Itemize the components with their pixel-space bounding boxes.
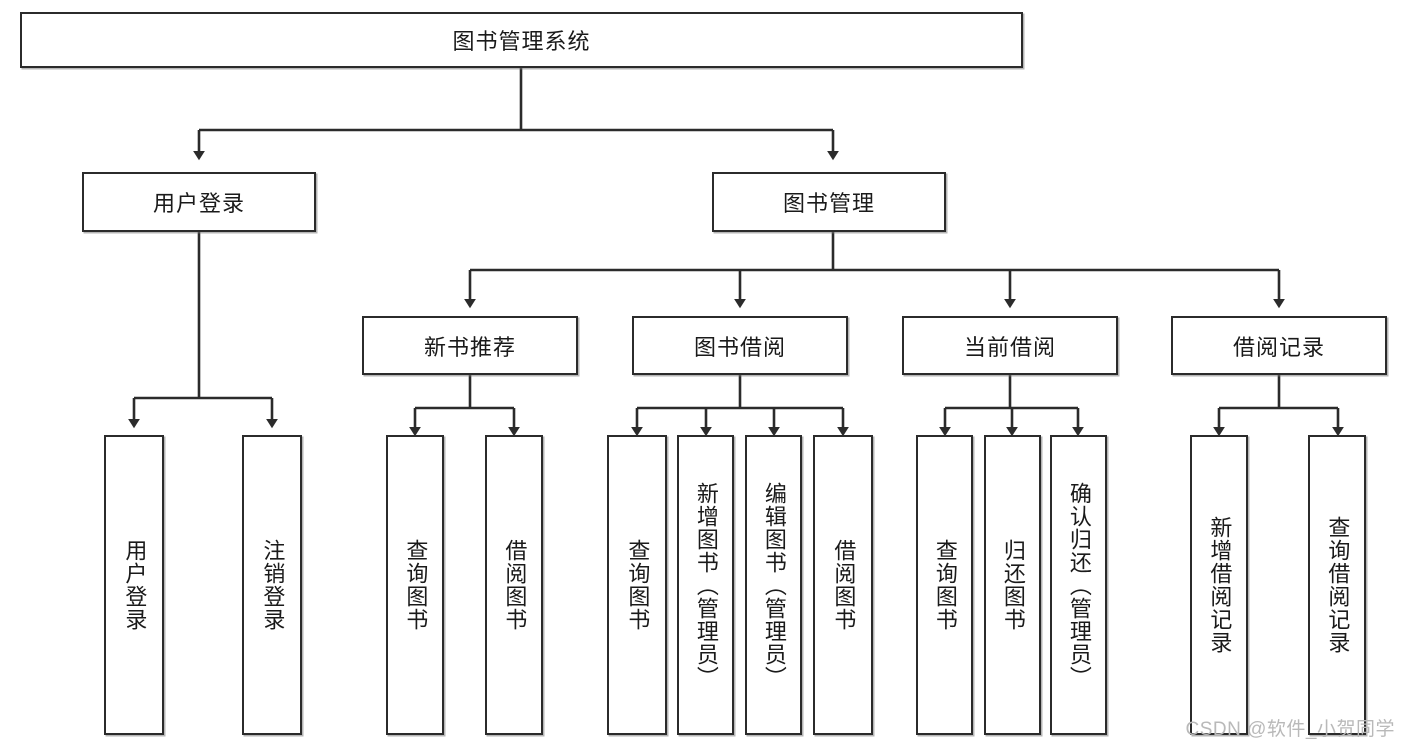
node-root-book-management-system[interactable]: 图书管理系统: [20, 12, 1023, 68]
node-label: 图书管理系统: [452, 29, 591, 54]
node-label: 注销登录: [260, 539, 286, 631]
node-leaf-add-book[interactable]: 新增图书（管理员）: [677, 435, 734, 735]
node-label: 图书借阅: [693, 334, 786, 360]
node-leaf-query-borrow-record[interactable]: 查询借阅记录: [1308, 435, 1366, 735]
node-leaf-user-login[interactable]: 用户登录: [104, 435, 164, 735]
node-leaf-borrow-book[interactable]: 借阅图书: [813, 435, 873, 735]
node-leaf-query-book-current[interactable]: 查询图书: [916, 435, 973, 735]
node-book-borrow[interactable]: 图书借阅: [632, 316, 848, 375]
node-leaf-add-borrow-record[interactable]: 新增借阅记录: [1190, 435, 1248, 735]
node-leaf-query-book-recommend[interactable]: 查询图书: [386, 435, 444, 735]
node-label: 当前借阅: [963, 334, 1056, 360]
node-label: 确认归还（管理员）: [1066, 481, 1092, 689]
node-label: 查询图书: [625, 539, 651, 631]
node-leaf-query-book-borrow[interactable]: 查询图书: [607, 435, 667, 735]
node-label: 借阅图书: [502, 539, 528, 631]
node-label: 用户登录: [152, 191, 245, 216]
node-book-manage[interactable]: 图书管理: [712, 172, 946, 232]
node-leaf-confirm-return[interactable]: 确认归还（管理员）: [1050, 435, 1107, 735]
node-label: 图书管理: [782, 191, 875, 216]
node-label: 查询图书: [403, 539, 429, 631]
node-leaf-user-logout[interactable]: 注销登录: [242, 435, 302, 735]
node-leaf-borrow-book-recommend[interactable]: 借阅图书: [485, 435, 543, 735]
node-label: 查询借阅记录: [1325, 516, 1351, 654]
node-label: 用户登录: [122, 539, 148, 631]
node-borrow-record[interactable]: 借阅记录: [1171, 316, 1387, 375]
node-leaf-edit-book[interactable]: 编辑图书（管理员）: [745, 435, 802, 735]
node-label: 借阅记录: [1232, 334, 1325, 360]
node-label: 新书推荐: [423, 334, 516, 360]
node-label: 借阅图书: [831, 539, 857, 631]
node-label: 归还图书: [1000, 539, 1026, 631]
node-label: 新增图书（管理员）: [693, 481, 719, 689]
node-new-book-recommend[interactable]: 新书推荐: [362, 316, 578, 375]
node-user-login[interactable]: 用户登录: [82, 172, 316, 232]
node-leaf-return-book[interactable]: 归还图书: [984, 435, 1041, 735]
node-current-borrow[interactable]: 当前借阅: [902, 316, 1118, 375]
node-label: 编辑图书（管理员）: [761, 481, 787, 689]
node-label: 新增借阅记录: [1207, 516, 1233, 654]
node-label: 查询图书: [932, 539, 958, 631]
